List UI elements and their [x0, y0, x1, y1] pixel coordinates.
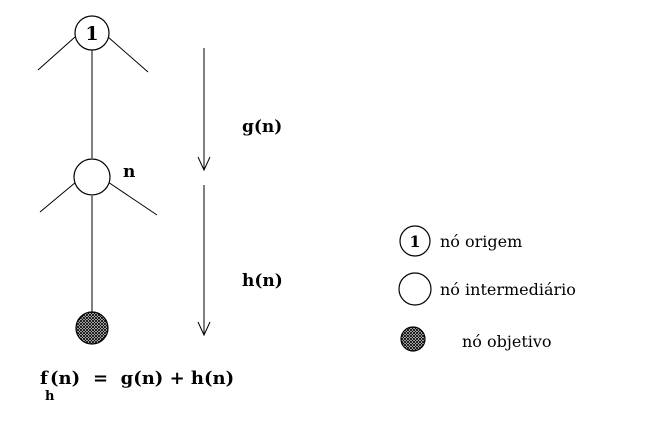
formula-lhs-arg: (n) [50, 368, 80, 389]
legend-intermediate-text: nó intermediário [440, 280, 576, 299]
goal-node [75, 311, 109, 345]
origin-branch-right [107, 36, 149, 73]
legend-goal-symbol [400, 326, 426, 352]
cost-arrows: g(n) h(n) [197, 48, 283, 337]
legend-goal-text: nó objetivo [462, 332, 552, 351]
formula: f h (n) = g(n) + h(n) [40, 368, 234, 404]
n-branch-right [107, 181, 158, 216]
h-arrow-label: h(n) [242, 271, 283, 291]
legend-intermediate: nó intermediário [398, 272, 576, 306]
legend-origin-symbol-label: 1 [409, 232, 420, 251]
n-branch-left [39, 181, 77, 213]
g-arrow [197, 48, 211, 172]
origin-branch-left [37, 36, 76, 71]
intermediate-node [73, 158, 111, 196]
legend-origin-text: nó origem [440, 232, 522, 251]
intermediate-node-label: n [123, 162, 135, 182]
g-arrow-label: g(n) [242, 117, 282, 137]
legend: 1 nó origem nó intermediário nó objetivo [398, 225, 576, 352]
h-arrow [197, 185, 211, 337]
origin-node: 1 [74, 15, 110, 51]
legend-origin: 1 nó origem [399, 225, 522, 257]
legend-origin-symbol [399, 225, 431, 257]
legend-goal: nó objetivo [400, 326, 552, 352]
legend-intermediate-symbol [398, 272, 432, 306]
origin-node-label: 1 [85, 23, 98, 45]
formula-rhs: = g(n) + h(n) [93, 368, 234, 389]
search-tree: 1 n [37, 15, 158, 345]
formula-f: f [40, 368, 49, 389]
formula-subscript: h [45, 389, 55, 404]
